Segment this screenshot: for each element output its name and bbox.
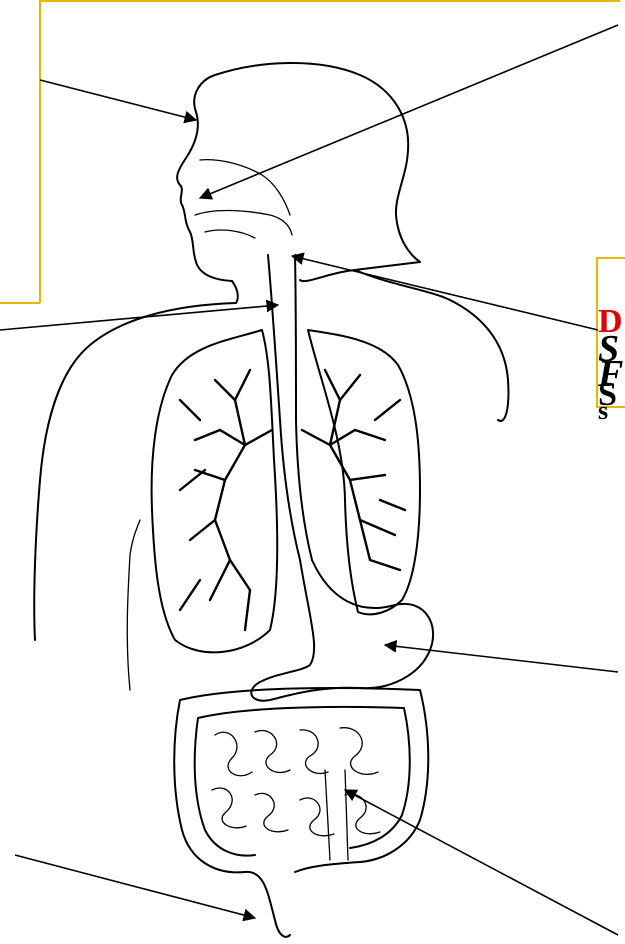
esophagus-right	[295, 255, 312, 560]
left-lung	[152, 330, 278, 652]
small-intestine	[212, 728, 380, 836]
left-bronchi	[180, 370, 272, 630]
side-label-line-5: s	[598, 398, 608, 424]
large-intestine	[174, 688, 428, 937]
neck-front	[232, 281, 238, 303]
arrow-nasal	[200, 25, 618, 198]
arrow-anus	[15, 855, 255, 918]
arm-left	[127, 520, 140, 690]
right-lung	[308, 330, 420, 614]
arrow-pharynx	[292, 256, 598, 330]
right-bronchi	[302, 370, 405, 570]
rectum	[325, 770, 348, 860]
torso-right	[355, 270, 508, 421]
nasal-cavity	[200, 160, 290, 215]
tongue	[205, 230, 255, 238]
arrow-mouth	[40, 80, 196, 120]
stomach	[251, 560, 433, 701]
torso-left	[34, 303, 236, 640]
head-outline	[194, 63, 420, 281]
arrow-stomach	[385, 645, 618, 672]
arrow-esophagus	[0, 305, 278, 330]
arrow-small-intestine	[345, 790, 618, 935]
top-label-box	[40, 1, 620, 303]
